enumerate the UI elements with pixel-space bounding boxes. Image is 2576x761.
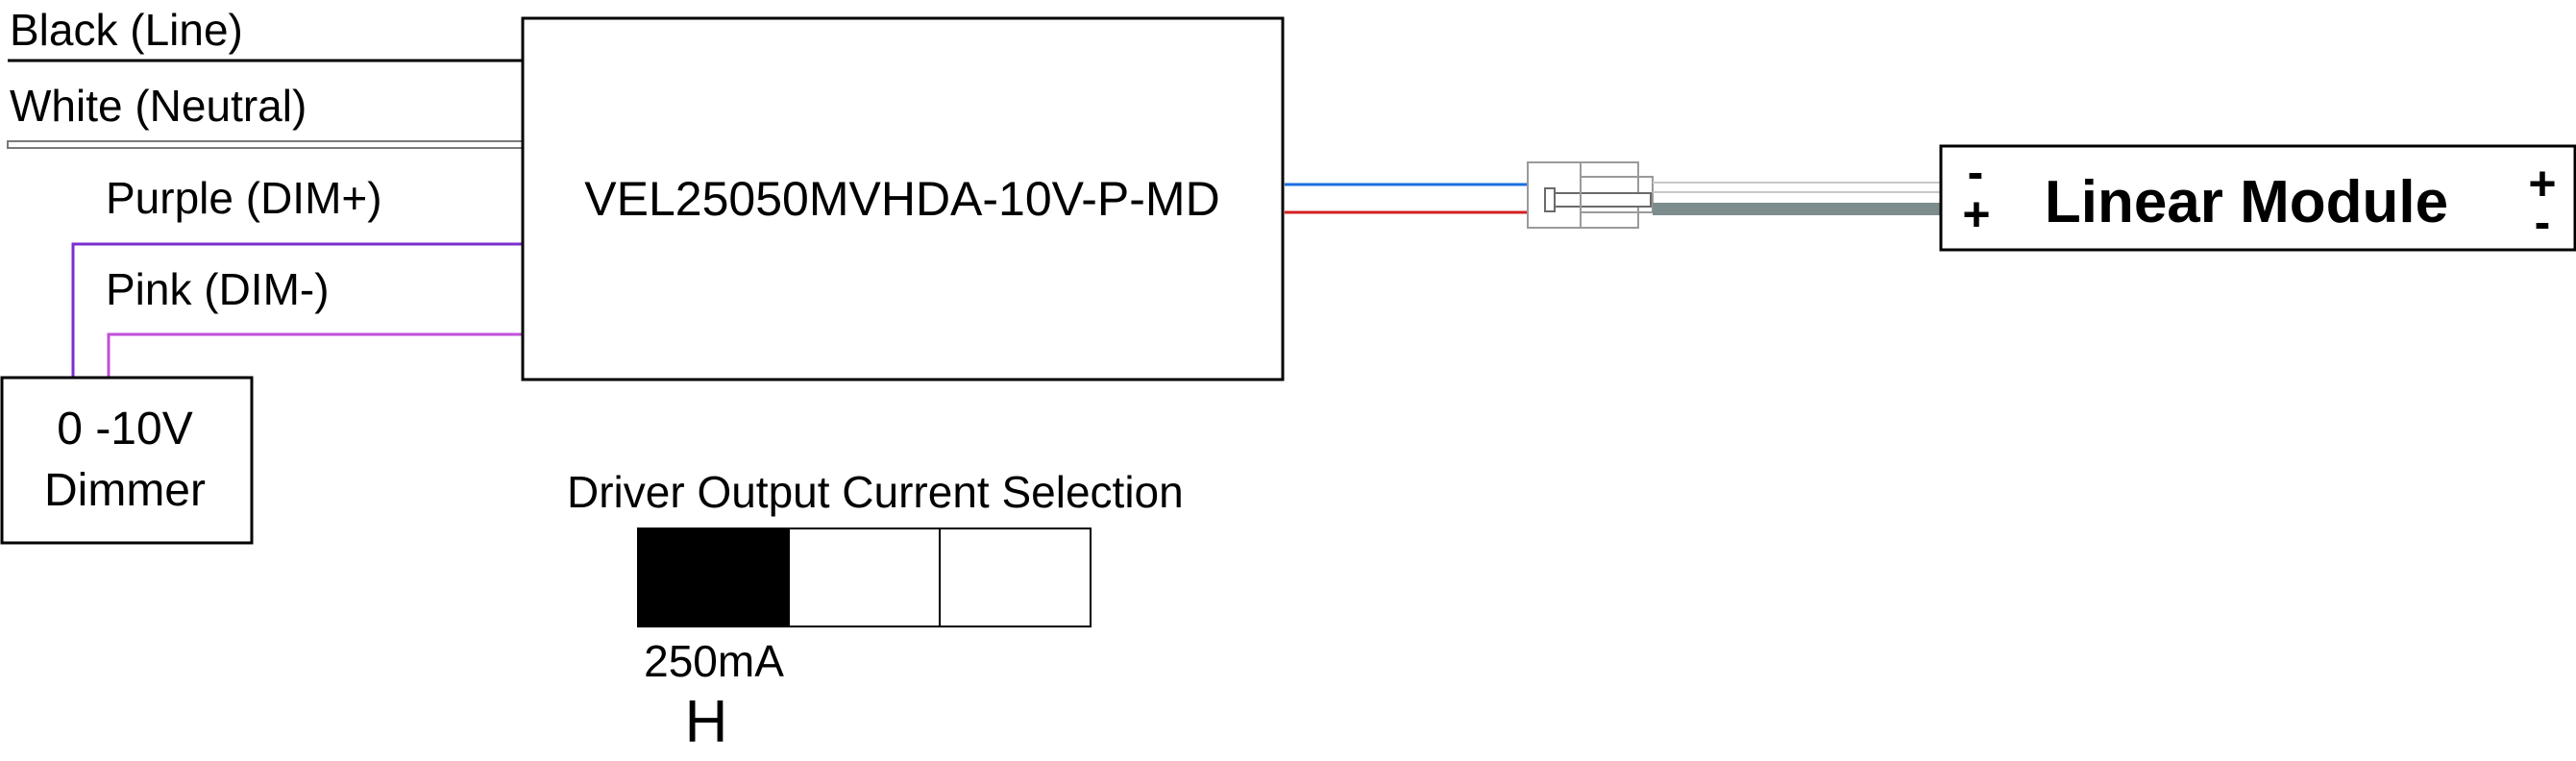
- current-selection-switch: [637, 528, 1092, 627]
- purple-wire-label: Purple (DIM+): [106, 173, 382, 223]
- switch-position-3: [939, 528, 1092, 627]
- linear-module-title: Linear Module: [2045, 169, 2448, 235]
- module-right-top-polarity: +: [2528, 157, 2556, 210]
- driver-model-label: VEL25050MVHDA-10V-P-MD: [584, 172, 1219, 226]
- driver-box: [521, 16, 1285, 381]
- pink-dim-minus-wire: [107, 332, 524, 377]
- purple-dim-plus-wire: [71, 242, 524, 377]
- dimmer-box: [0, 376, 254, 545]
- dimmer-label-line2: Dimmer: [44, 465, 206, 516]
- dimmer-label-line1: 0 -10V: [57, 404, 192, 454]
- connector: [1527, 161, 1654, 229]
- white-neutral-wire: [7, 140, 525, 149]
- switch-position-1: [637, 528, 790, 627]
- output-wires: [1285, 183, 1528, 214]
- switch-position-2: [788, 528, 941, 627]
- module-right-bottom-polarity: -: [2535, 195, 2551, 249]
- current-selection-value: 250mA: [644, 636, 784, 686]
- linear-module-box: [1939, 144, 2576, 252]
- module-cable: [1653, 182, 1941, 215]
- white-wire-label: White (Neutral): [10, 81, 307, 131]
- current-selection-setting: H: [685, 689, 728, 755]
- module-left-top-polarity: -: [1968, 145, 1984, 199]
- black-wire-label: Black (Line): [10, 5, 243, 55]
- current-selection-title: Driver Output Current Selection: [567, 467, 1184, 517]
- module-left-bottom-polarity: +: [1962, 187, 1990, 241]
- pink-wire-label: Pink (DIM-): [106, 264, 330, 314]
